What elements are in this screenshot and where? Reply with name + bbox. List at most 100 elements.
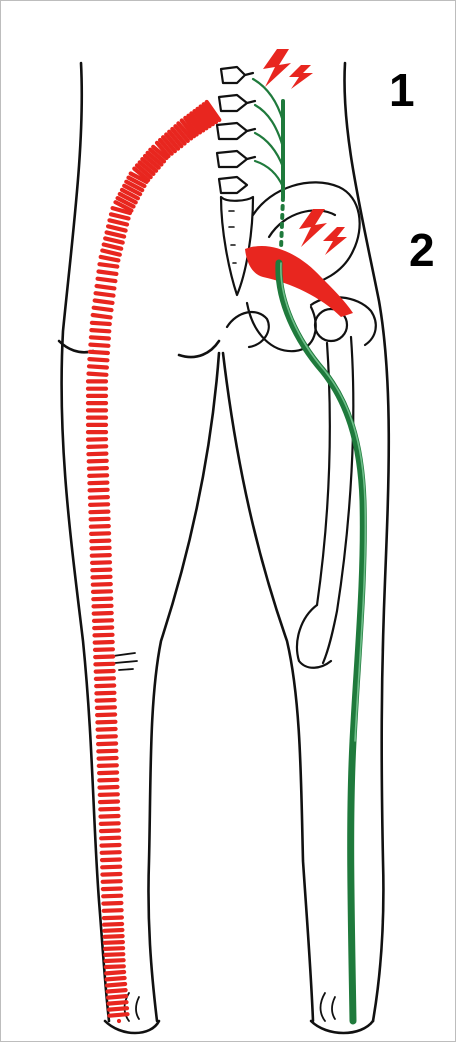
pain-hatch-mark — [99, 758, 117, 759]
pain-hatch-mark — [101, 823, 119, 824]
pain-hatch-mark — [103, 903, 121, 904]
pain-hatch-mark — [95, 657, 113, 658]
pain-hatch-mark — [88, 454, 106, 455]
pain-hatch-mark — [91, 526, 109, 527]
pain-hatch-mark — [107, 232, 125, 236]
pain-hatch-mark — [92, 323, 110, 324]
pain-hatch-mark — [99, 773, 117, 774]
pain-hatch-mark — [92, 555, 110, 556]
vertebra-l4 — [217, 151, 255, 167]
pain-hatch-mark — [94, 613, 112, 614]
pain-hatch-mark — [101, 257, 119, 261]
pain-hatch-mark — [101, 831, 119, 832]
left-gluteal-fold — [59, 341, 93, 352]
pain-hatch-mark — [99, 765, 117, 766]
pain-hatch-mark — [94, 308, 112, 310]
pain-hatch-mark — [89, 461, 107, 462]
pain-hatch-mark — [98, 751, 116, 752]
pain-hatch-mark — [97, 700, 115, 701]
pain-hatch-mark — [107, 978, 125, 979]
pain-hatch-mark — [103, 896, 121, 897]
pain-hatch-mark — [101, 816, 119, 817]
lightning-bolt-icon-spine-small — [289, 65, 313, 89]
pain-hatch-mark — [91, 533, 109, 534]
callout-label-2: 2 — [409, 227, 435, 273]
pain-hatch-mark — [100, 809, 118, 810]
pain-hatch-mark — [110, 1014, 128, 1016]
pain-hatch-mark — [90, 497, 108, 498]
pain-hatch-mark — [100, 787, 118, 788]
vertebra-l1 — [221, 67, 253, 83]
nerve-trunk-dotted — [281, 197, 283, 249]
vertebra-l3 — [217, 123, 255, 139]
pain-hatch-mark — [90, 352, 108, 353]
pain-hatch-mark — [110, 220, 128, 224]
nerve-trunk-main — [279, 263, 363, 1021]
pain-hatch-mark — [93, 315, 111, 317]
nerve-root-4 — [255, 161, 283, 187]
pain-hatch-mark — [92, 570, 110, 571]
pain-hatch-mark — [108, 990, 126, 991]
pain-hatch-mark — [98, 744, 116, 745]
callout-label-1: 1 — [389, 67, 415, 113]
pain-hatch-mark — [102, 852, 120, 853]
knee-crease-left — [113, 653, 137, 670]
pain-hatch-mark — [97, 722, 115, 723]
pain-hatch-mark — [104, 245, 122, 249]
pain-hatch-mark — [96, 293, 114, 295]
left-leg-inner-contour — [148, 353, 219, 1021]
pain-hatch-mark — [95, 664, 113, 665]
pain-hatch-mark — [94, 620, 112, 621]
pain-hatch-mark — [106, 966, 124, 967]
pain-hatch-mark — [105, 942, 123, 943]
pain-hatch-mark — [98, 736, 116, 737]
right-gluteal-fold — [179, 341, 219, 357]
pain-hatch-mark — [102, 874, 120, 875]
pain-hatch-mark — [89, 366, 107, 367]
pain-hatch-mark — [93, 577, 111, 578]
pain-hatch-mark — [98, 729, 116, 730]
pain-hatch-mark — [91, 337, 109, 338]
pain-hatch-mark — [100, 802, 118, 803]
pain-hatch-mark — [96, 678, 114, 679]
pain-hatch-mark — [104, 910, 122, 911]
pain-hatch-mark — [100, 264, 118, 266]
pain-hatch-mark — [90, 512, 108, 513]
pain-hatch-mark — [94, 606, 112, 607]
lightning-bolt-icon-spine — [263, 49, 291, 87]
piriformis-muscle — [245, 246, 353, 317]
pain-hatch-mark — [102, 845, 120, 846]
right-leg-inner-contour — [223, 353, 313, 1021]
pain-hatch-mark — [101, 838, 119, 839]
vertebra-l2 — [219, 95, 255, 111]
pain-hatch-mark — [105, 954, 123, 955]
pain-hatch-mark — [97, 715, 115, 716]
vertebra-l5 — [219, 177, 247, 193]
pain-hatch-mark — [89, 468, 107, 469]
pain-hatch-mark — [91, 541, 109, 542]
pain-hatch-mark — [99, 272, 117, 274]
pain-hatch-mark — [96, 671, 114, 672]
pain-hatch-mark — [93, 591, 111, 592]
pain-hatch-mark — [96, 686, 114, 687]
ischium — [227, 312, 269, 347]
pain-hatch-mark — [92, 548, 110, 549]
sacrum — [221, 197, 253, 295]
lumbar-spine — [217, 67, 255, 193]
pain-hatch-mark — [102, 251, 120, 255]
pain-hatch-mark — [109, 1008, 127, 1009]
pain-hatch-mark — [98, 279, 116, 281]
lightning-bolt-icon-pelvis-small — [323, 227, 347, 255]
pain-hatch-mark — [104, 924, 122, 925]
left-foot — [105, 1021, 159, 1033]
pain-hatch-mark — [97, 286, 115, 288]
right-foot — [311, 1021, 373, 1033]
lightning-bolt-icon-pelvis — [299, 209, 327, 247]
pain-hatch-mark — [106, 972, 124, 973]
pain-hatch-mark — [90, 490, 108, 491]
pain-hatch-mark — [105, 936, 123, 937]
pain-hatch-mark — [95, 635, 113, 636]
pain-hatch-mark — [89, 374, 107, 375]
pain-hatch-mark — [89, 475, 107, 476]
